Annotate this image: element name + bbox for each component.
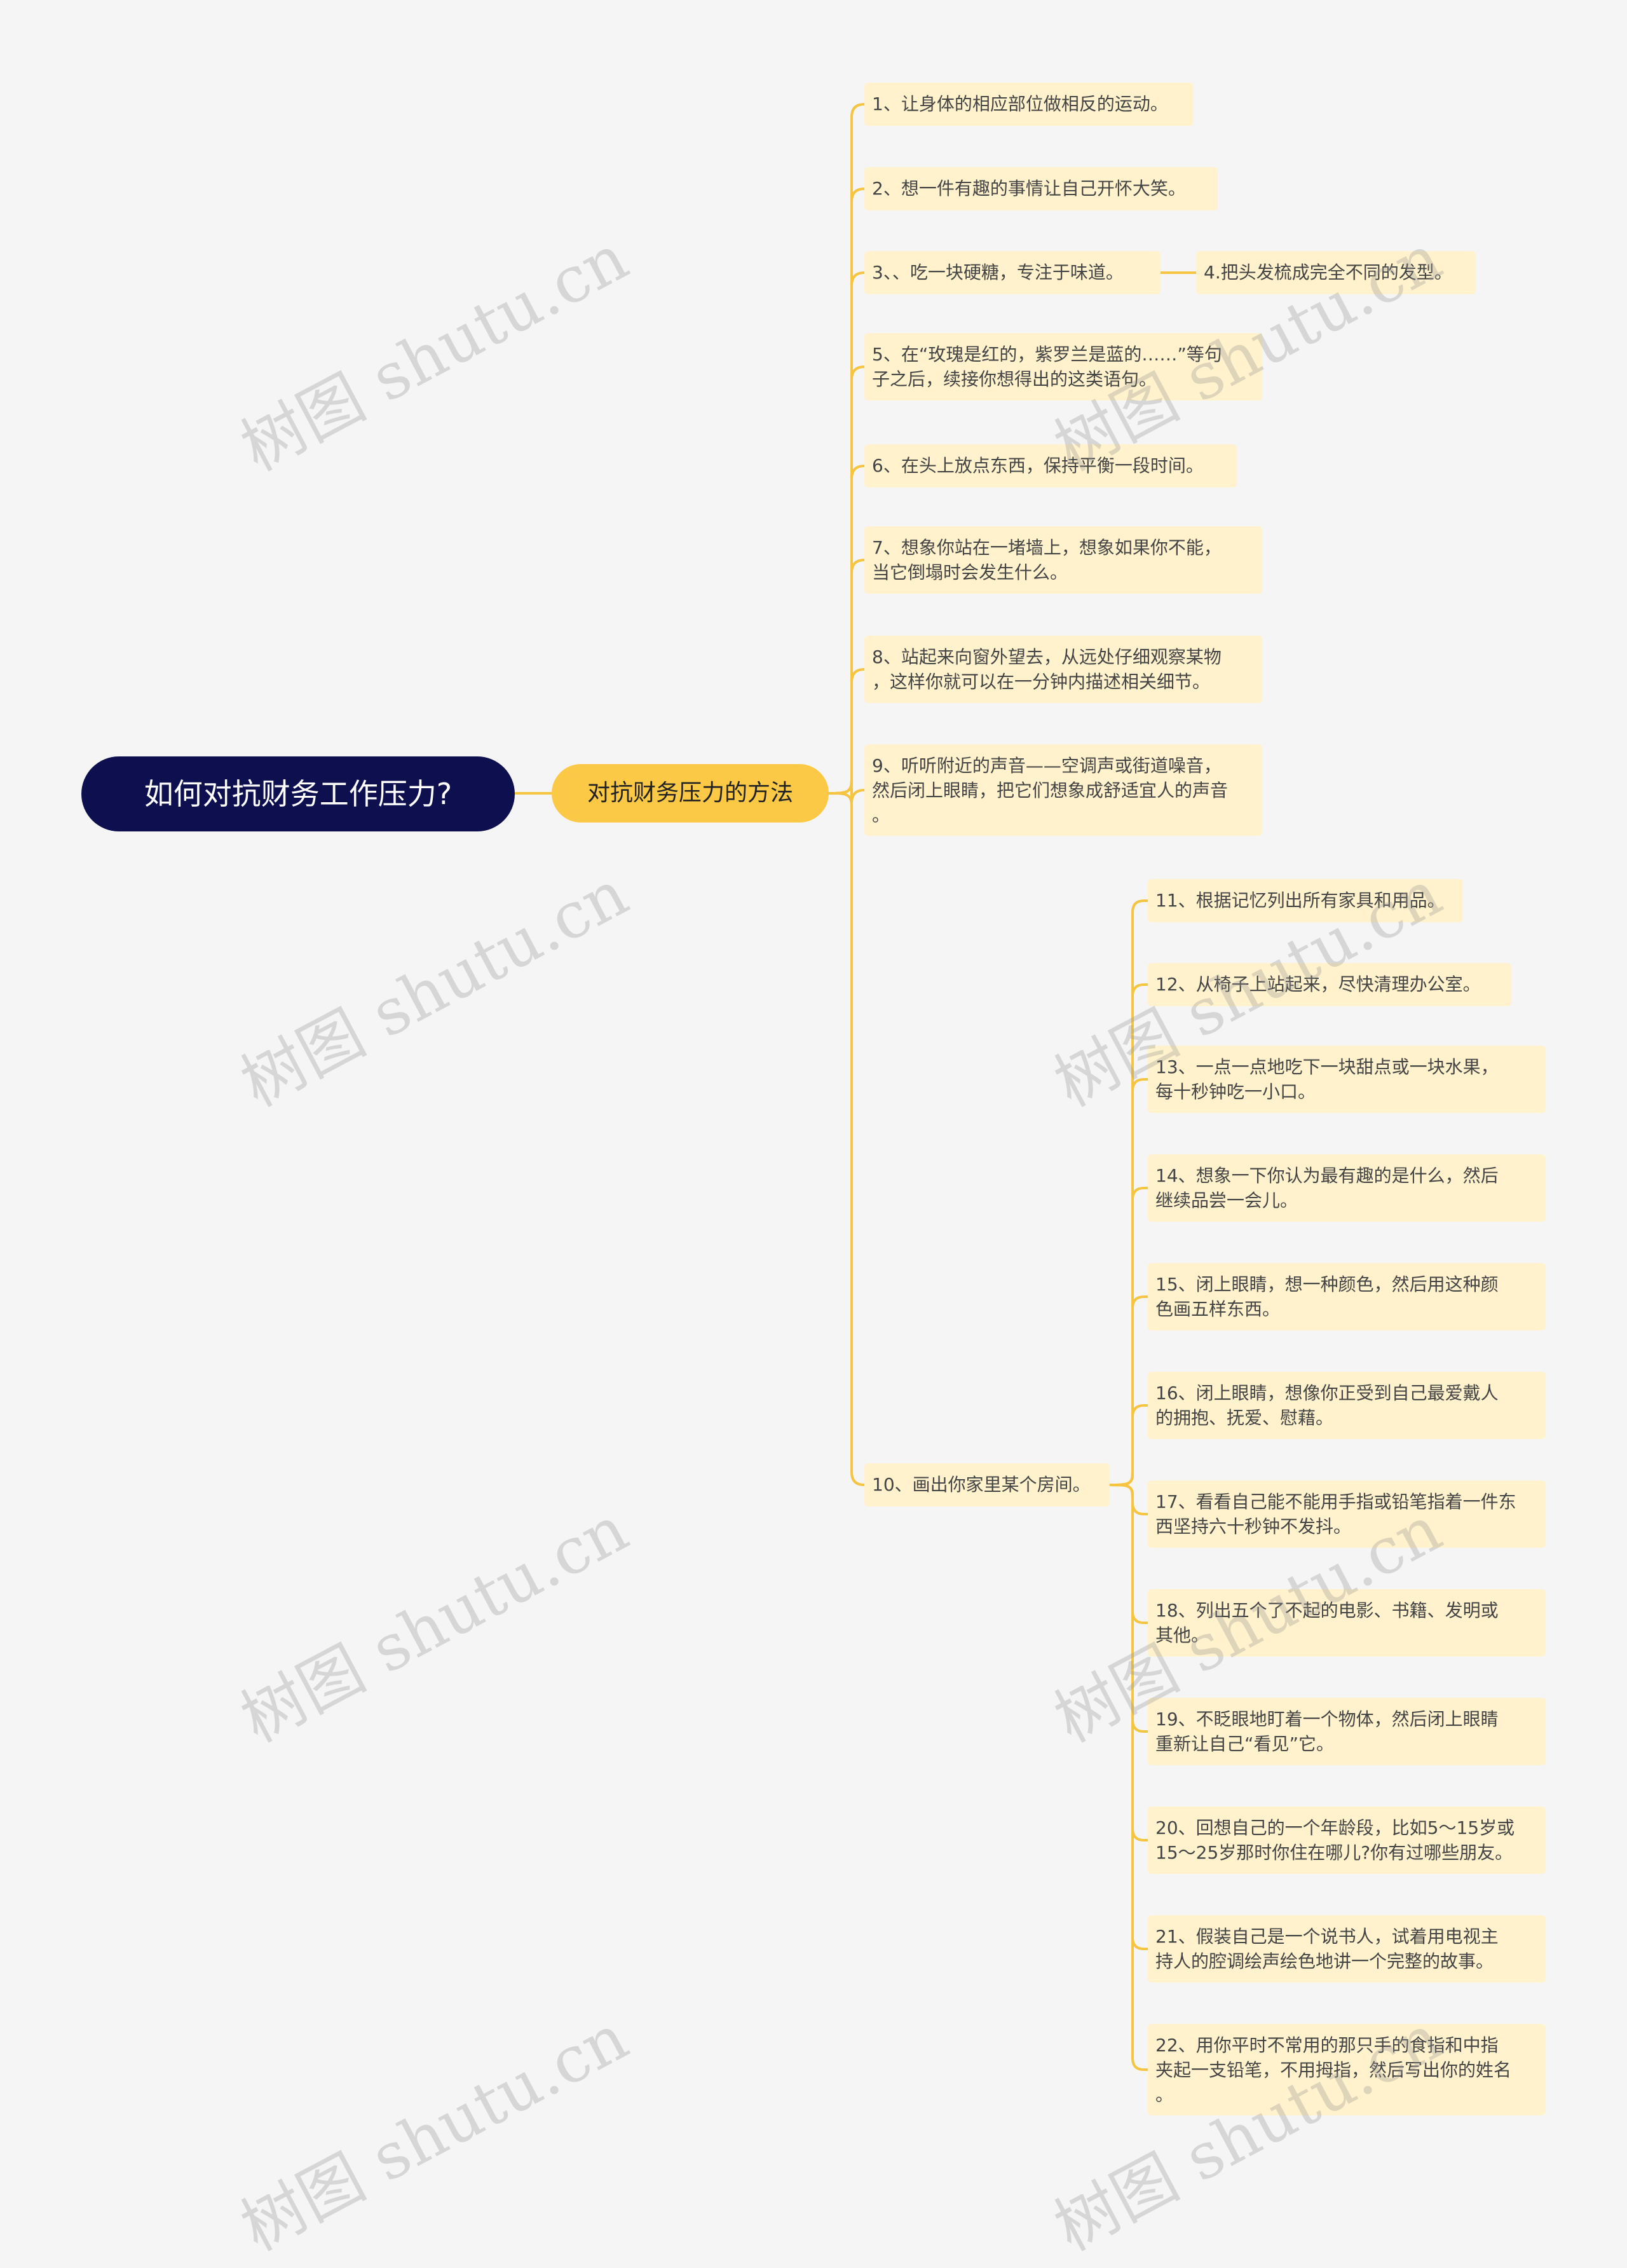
topic-item-8[interactable]: 8、站起来向窗外望去，从远处仔细观察某物 ，这样你就可以在一分钟内描述相关细节。 [864, 636, 1262, 703]
topic-item-4[interactable]: 4.把头发梳成完全不同的发型。 [1196, 251, 1476, 294]
topic-item-1[interactable]: 1、让身体的相应部位做相反的运动。 [864, 83, 1194, 126]
connector-item-19 [1108, 1484, 1149, 1733]
topic-item-14[interactable]: 14、想象一下你认为最有趣的是什么，然后 继续品尝一会儿。 [1148, 1154, 1546, 1222]
connector-item-8 [827, 780, 866, 803]
topic-item-9[interactable]: 9、听听附近的声音——空调声或街道噪音， 然后闭上眼睛，把它们想象成舒适宜人的声… [864, 744, 1262, 836]
connector-item-13 [1108, 1078, 1149, 1486]
topic-item-22[interactable]: 22、用你平时不常用的那只手的食指和中指 夹起一支铅笔，不用拇指，然后写出你的姓… [1148, 2024, 1546, 2115]
topic-item-12[interactable]: 12、从椅子上站起来，尽快清理办公室。 [1148, 963, 1511, 1006]
connector-item-17 [1108, 1484, 1149, 1515]
topic-item-11[interactable]: 11、根据记忆列出所有家具和用品。 [1148, 879, 1463, 922]
connector-item-3 [827, 271, 866, 795]
connector-item-5 [827, 465, 866, 795]
topic-item-10[interactable]: 10、画出你家里某个房间。 [864, 1463, 1110, 1506]
topic-item-16[interactable]: 16、闭上眼睛，想像你正受到自己最爱戴人 的拥抱、抚爱、慰藉。 [1148, 1372, 1546, 1439]
topic-item-3[interactable]: 3、、吃一块硬糖，专注于味道。 [864, 251, 1161, 294]
connector-item-2 [827, 188, 866, 795]
connector-item-12 [1108, 983, 1149, 1486]
connector-item-16 [1108, 1404, 1149, 1486]
topic-item-6[interactable]: 6、在头上放点东西，保持平衡一段时间。 [864, 444, 1237, 488]
topic-item-21[interactable]: 21、假装自己是一个说书人，试着用电视主 持人的腔调绘声绘色地讲一个完整的故事。 [1148, 1915, 1546, 1983]
topic-item-7[interactable]: 7、想象你站在一堵墙上，想象如果你不能， 当它倒塌时会发生什么。 [864, 526, 1262, 594]
connector-lines [514, 103, 1197, 2071]
connector-item-11 [1108, 899, 1149, 1486]
connector-item-22 [1108, 1484, 1149, 2071]
connector-item-20 [1108, 1484, 1149, 1841]
mindmap-canvas: 如何对抗财务工作压力? 对抗财务压力的方法 1、让身体的相应部位做相反的运动。 … [81, 83, 1546, 2265]
connector-item-14 [1108, 1187, 1149, 1486]
connector-item-4 [827, 365, 866, 795]
connector-item-7 [827, 668, 866, 795]
connector-item-21 [1108, 1484, 1149, 1950]
connector-item-15 [1108, 1295, 1149, 1486]
connector-item-9 [827, 792, 866, 1486]
topic-item-18[interactable]: 18、列出五个了不起的电影、书籍、发明或 其他。 [1148, 1589, 1546, 1657]
root-topic[interactable]: 如何对抗财务工作压力? [81, 756, 515, 831]
topic-item-2[interactable]: 2、想一件有趣的事情让自己开怀大笑。 [864, 167, 1218, 210]
connector-item-18 [1108, 1484, 1149, 1624]
topic-item-13[interactable]: 13、一点一点地吃下一块甜点或一块水果， 每十秒钟吃一小口。 [1148, 1046, 1546, 1113]
branch-topic[interactable]: 对抗财务压力的方法 [552, 764, 829, 823]
topic-item-17[interactable]: 17、看看自己能不能用手指或铅笔指着一件东 西坚持六十秒钟不发抖。 [1148, 1480, 1546, 1548]
topic-item-5[interactable]: 5、在“玫瑰是红的，紫罗兰是蓝的……”等句 子之后，续接你想得出的这类语句。 [864, 333, 1262, 400]
topic-item-20[interactable]: 20、回想自己的一个年龄段，比如5～15岁或 15～25岁那时你住在哪儿?你有过… [1148, 1807, 1546, 1874]
connector-item-6 [827, 559, 866, 795]
topic-item-15[interactable]: 15、闭上眼睛，想一种颜色，然后用这种颜 色画五样东西。 [1148, 1263, 1546, 1330]
connector-item-1 [827, 103, 866, 795]
topic-item-19[interactable]: 19、不眨眼地盯着一个物体，然后闭上眼睛 重新让自己“看见”它。 [1148, 1698, 1546, 1765]
